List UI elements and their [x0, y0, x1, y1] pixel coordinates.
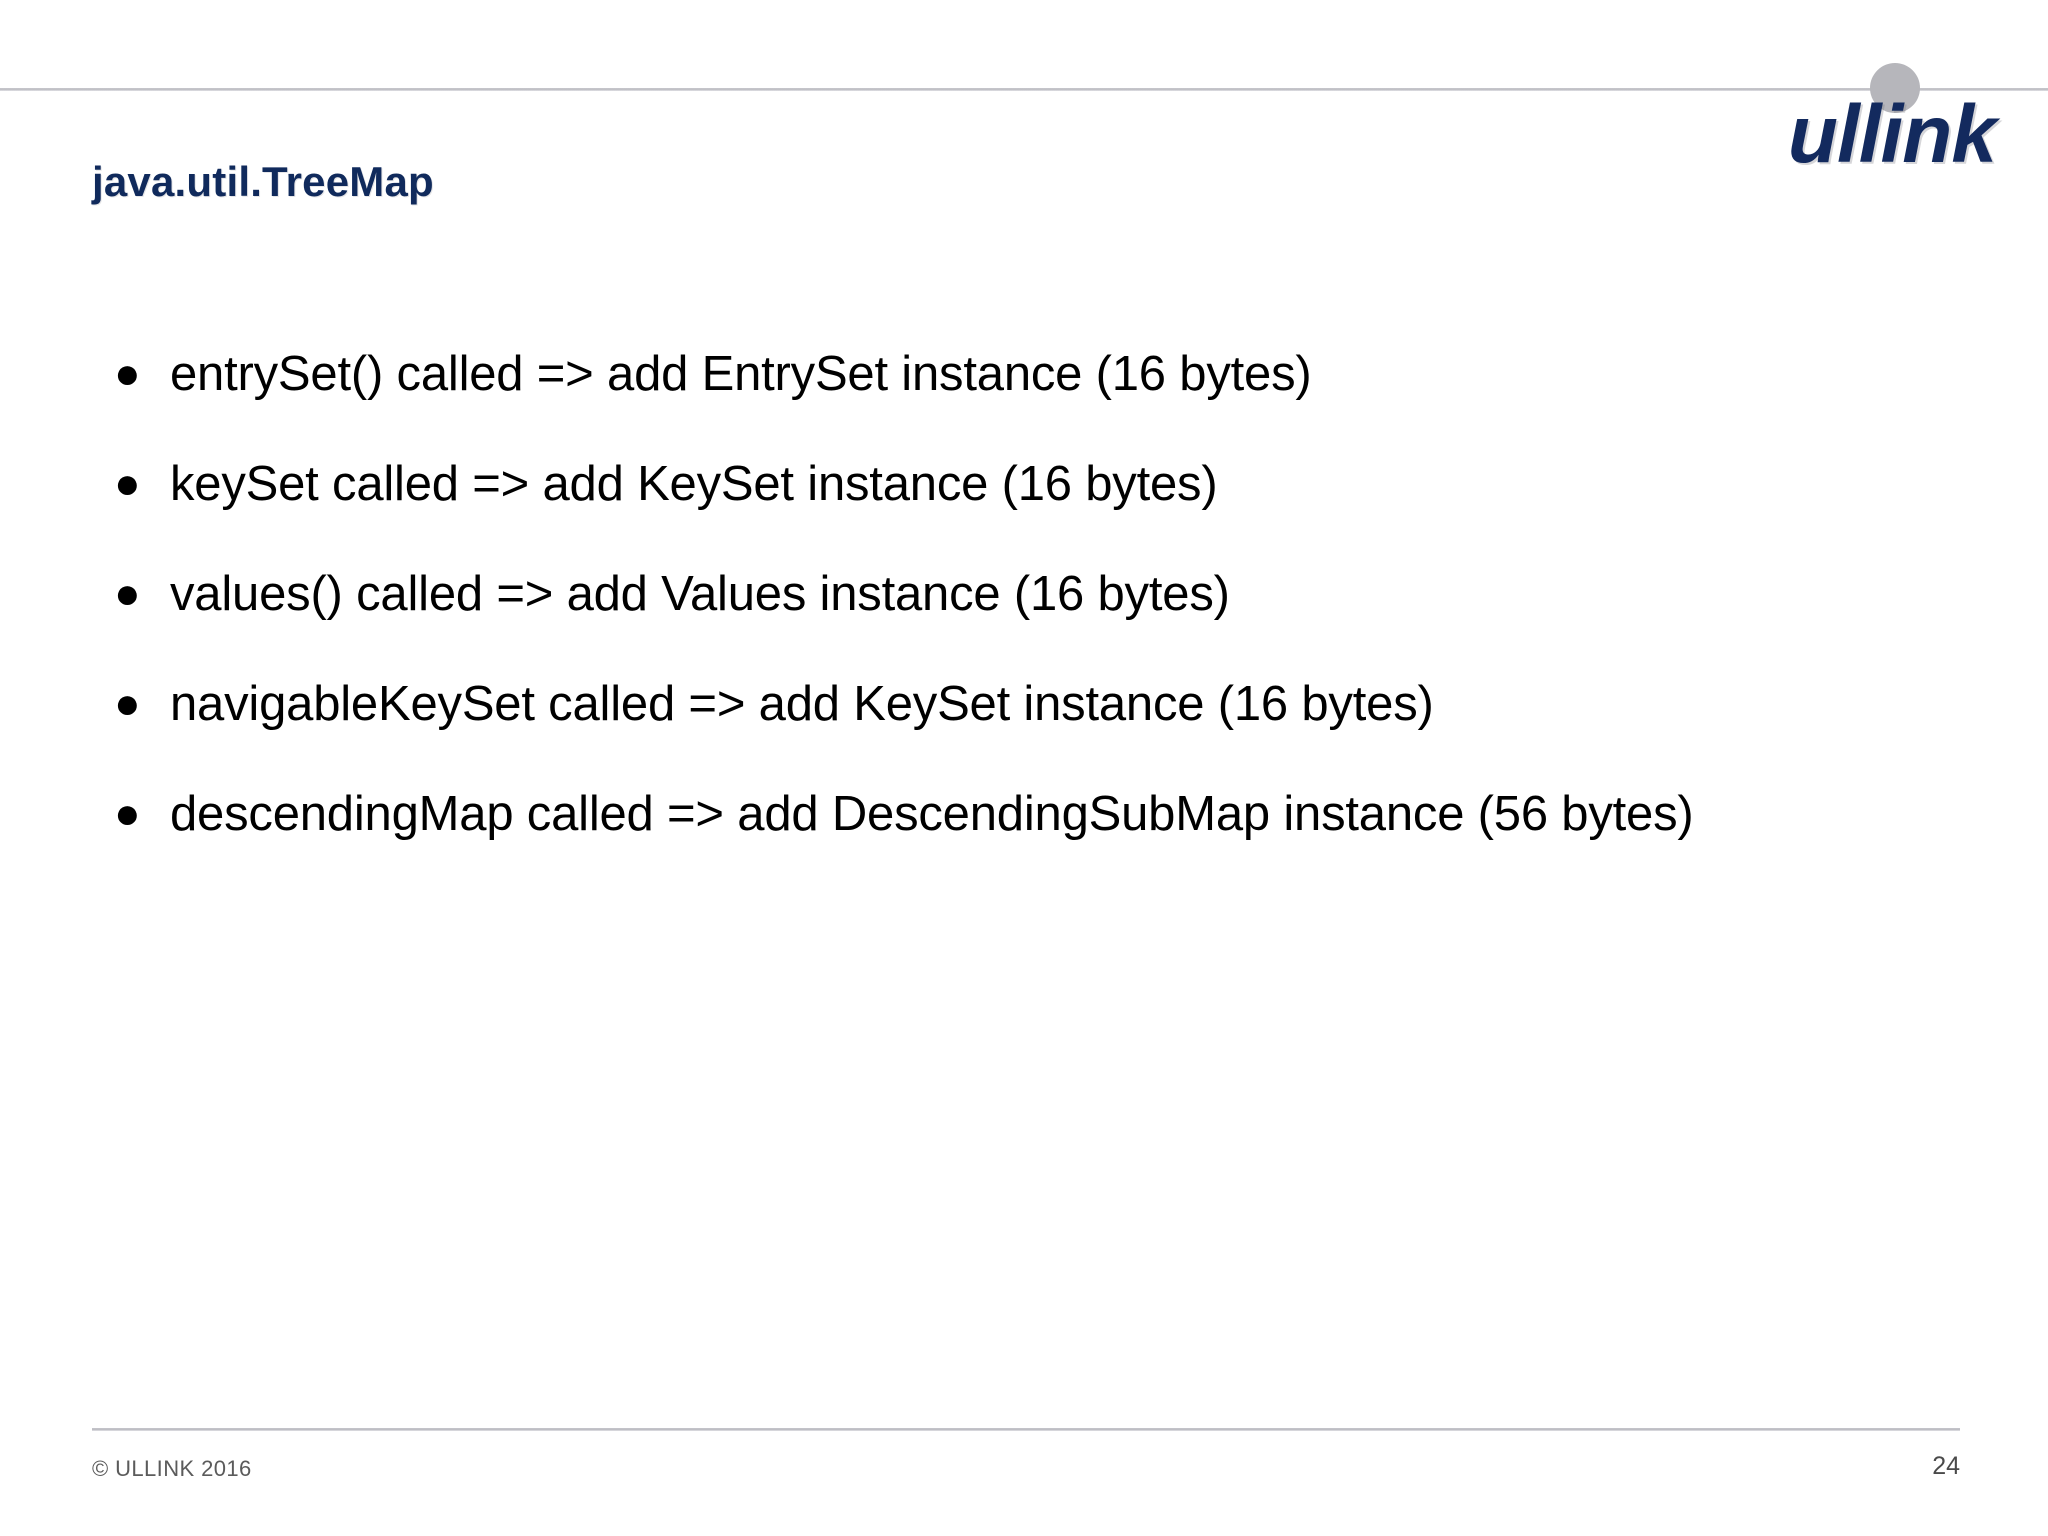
logo-circle-dot-icon [1870, 63, 1920, 113]
list-item-text: entrySet() called => add EntrySet instan… [170, 347, 1312, 401]
list-item: ● descendingMap called => add Descending… [92, 780, 1972, 848]
header-divider [0, 88, 2048, 91]
bullet-point-icon: ● [114, 569, 141, 618]
bullet-point-icon: ● [114, 349, 141, 398]
footer-divider [92, 1428, 1960, 1431]
list-item: ● entrySet() called => add EntrySet inst… [92, 340, 1972, 408]
list-item: ● keySet called => add KeySet instance (… [92, 450, 1972, 518]
bullet-point-icon: ● [114, 679, 141, 728]
list-item: ● navigableKeySet called => add KeySet i… [92, 670, 1972, 738]
list-item-text: values() called => add Values instance (… [170, 567, 1230, 621]
logo-wordmark: ullink [1787, 89, 1997, 180]
footer-copyright: © ULLINK 2016 [92, 1456, 252, 1481]
list-item-text: descendingMap called => add DescendingSu… [170, 787, 1694, 841]
ullink-logo: ullink [1696, 63, 1997, 200]
bullet-point-icon: ● [114, 459, 141, 508]
list-item-text: navigableKeySet called => add KeySet ins… [170, 677, 1434, 731]
page-number: 24 [1932, 1452, 1960, 1480]
list-item: ● values() called => add Values instance… [92, 560, 1972, 628]
bullet-list: ● entrySet() called => add EntrySet inst… [92, 340, 1972, 890]
bullet-point-icon: ● [114, 789, 141, 838]
list-item-text: keySet called => add KeySet instance (16… [170, 457, 1218, 511]
page-title: java.util.TreeMap [92, 158, 434, 205]
